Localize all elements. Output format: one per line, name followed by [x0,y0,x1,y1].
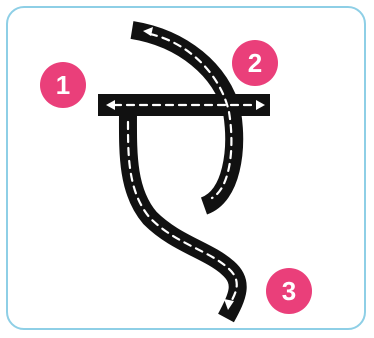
stroke-2-road [132,30,234,206]
step-2-badge: 2 [232,40,278,86]
step-1-badge: 1 [40,62,86,108]
stroke-3-road [128,108,238,318]
step-1-number: 1 [56,70,70,100]
step-3-number: 3 [282,276,296,306]
step-2-number: 2 [248,48,262,78]
step-3-badge: 3 [266,268,312,314]
